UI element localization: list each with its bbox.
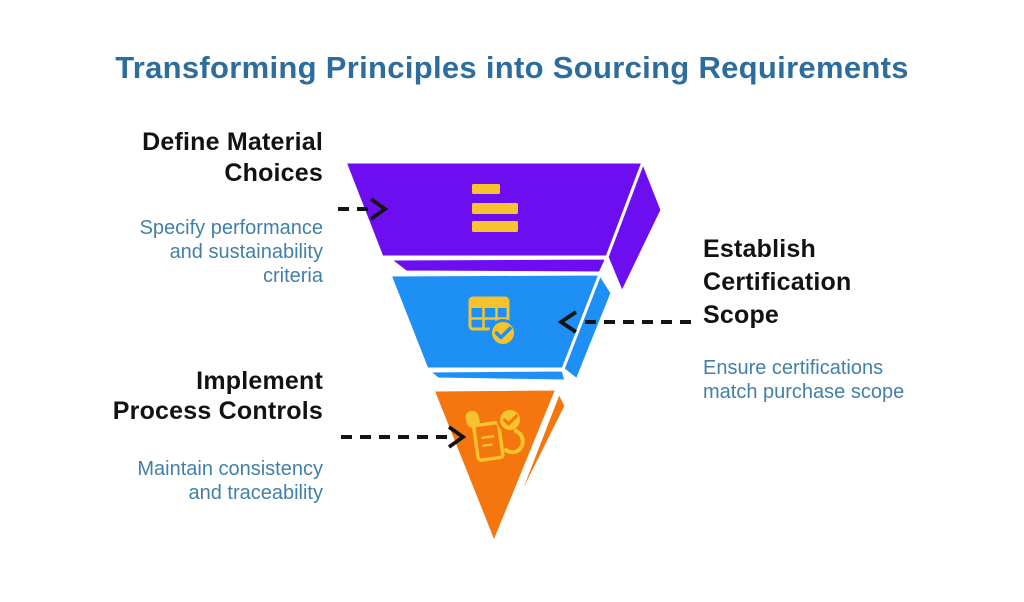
funnel-segment-implement-process-controls xyxy=(431,387,568,545)
heading-line: Process Controls xyxy=(112,397,323,425)
heading-line: Define Material xyxy=(142,128,323,156)
segment-front-face xyxy=(388,272,602,371)
list-lines-icon xyxy=(472,184,518,232)
subtitle-line: criteria xyxy=(262,265,323,287)
dashed-arrow-define-material-choices xyxy=(338,197,389,221)
subtitle-line: and sustainability xyxy=(169,241,323,263)
stage-subtitle: Maintain consistency and traceability xyxy=(40,457,323,505)
dashed-arrow-implement-process-controls xyxy=(341,425,467,449)
subtitle-line: and traceability xyxy=(188,482,323,504)
heading-line: Implement xyxy=(196,367,323,395)
stage-heading: Establish Certification Scope xyxy=(703,233,953,332)
funnel-segment-define-material-choices xyxy=(343,160,664,295)
funnel-segment-establish-certification-scope xyxy=(388,272,614,383)
segment-side-sliver xyxy=(509,390,568,518)
stage-label-define-material-choices: Define Material Choices Specify performa… xyxy=(40,127,323,288)
segment-bottom-lip xyxy=(387,256,609,275)
heading-line: Scope xyxy=(703,301,780,329)
dashed-arrow-establish-certification-scope xyxy=(557,310,691,334)
stage-label-implement-process-controls: Implement Process Controls Maintain cons… xyxy=(40,366,323,505)
heading-line: Establish xyxy=(703,235,816,263)
subtitle-line: Specify performance xyxy=(139,217,323,239)
heading-line: Choices xyxy=(224,159,323,187)
stage-heading: Implement Process Controls xyxy=(40,366,323,426)
stage-subtitle: Ensure certifications match purchase sco… xyxy=(703,356,953,404)
subtitle-line: Ensure certifications xyxy=(703,357,884,379)
subtitle-line: Maintain consistency xyxy=(137,458,323,480)
stage-subtitle: Specify performance and sustainability c… xyxy=(40,216,323,288)
stage-heading: Define Material Choices xyxy=(40,127,323,189)
stage-label-establish-certification-scope: Establish Certification Scope Ensure cer… xyxy=(703,233,953,404)
table-check-icon xyxy=(468,296,517,347)
segment-bottom-lip xyxy=(426,368,568,383)
subtitle-line: match purchase scope xyxy=(703,381,905,403)
heading-line: Certification xyxy=(703,268,852,296)
segment-front-face xyxy=(431,387,559,545)
page-title: Transforming Principles into Sourcing Re… xyxy=(115,50,909,85)
document-check-hands-icon xyxy=(465,407,525,462)
